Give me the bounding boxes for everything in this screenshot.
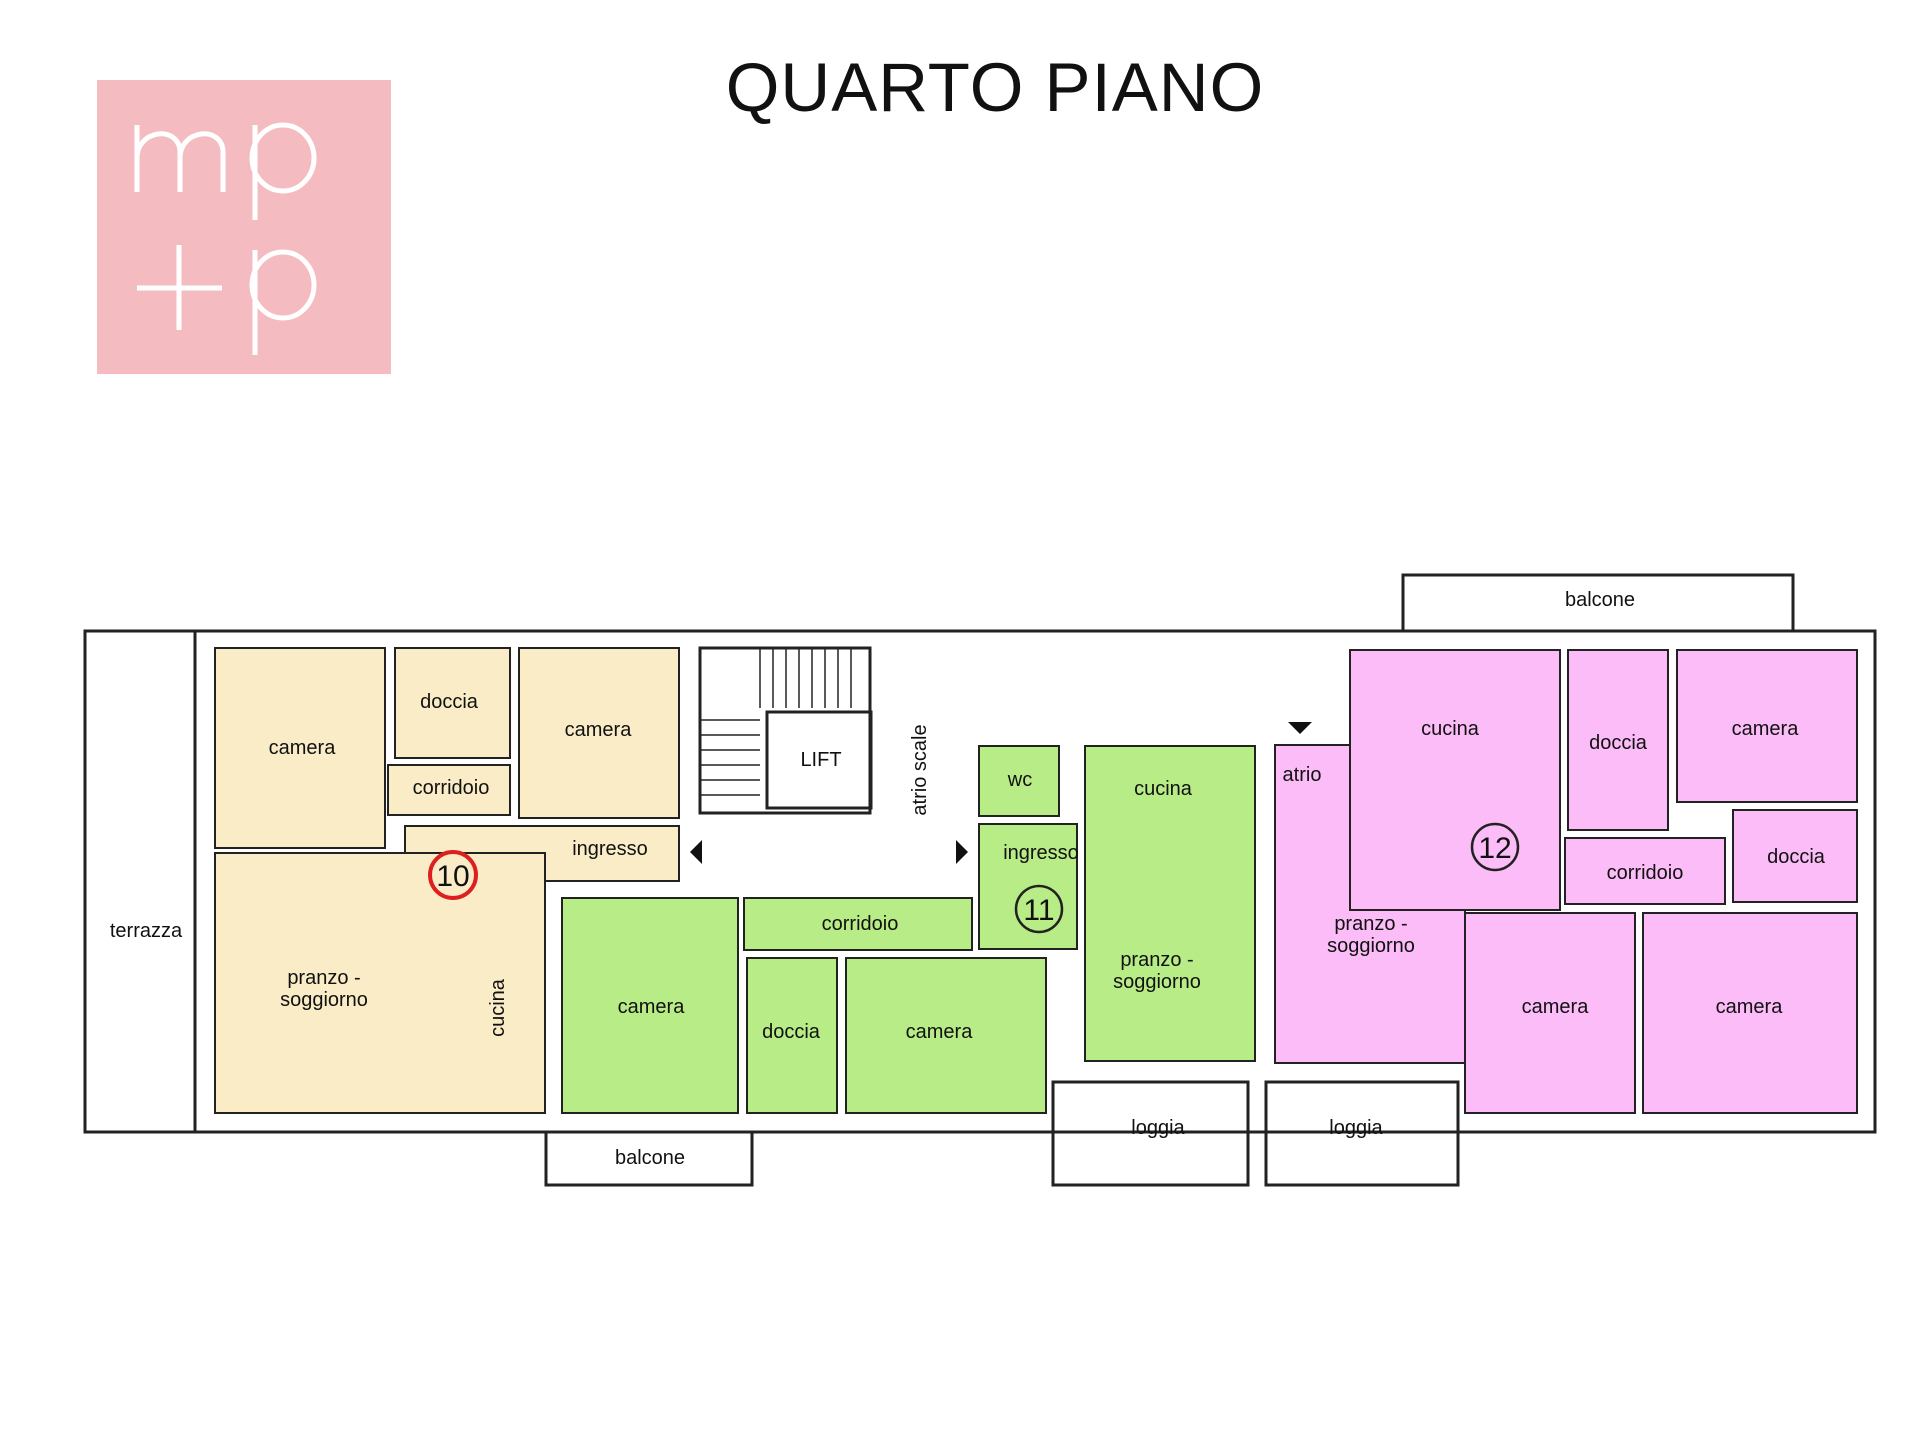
u11-cucina — [1084, 745, 1256, 1062]
u10-pranzo-soggiorno-label: pranzo -soggiorno — [280, 967, 368, 1011]
loggia-right-label: loggia — [1329, 1117, 1383, 1139]
loggia-right-area — [1264, 1080, 1460, 1187]
u12-camera-right — [1642, 912, 1858, 1114]
u12-pranzo-soggiorno-label: pranzo -soggiorno — [1327, 913, 1415, 957]
unit-10-marker — [428, 850, 478, 900]
u12-camera-top — [1676, 649, 1858, 803]
u12-cucina — [1349, 649, 1561, 911]
balcone-top-area — [1401, 573, 1795, 633]
u10-doccia — [394, 647, 511, 759]
u11-doccia-label: doccia — [762, 1021, 821, 1043]
balcone-top-label: balcone — [1565, 589, 1635, 611]
u10-corridoio — [387, 764, 511, 816]
u12-corridoio — [1564, 837, 1726, 905]
u11-corridoio — [743, 897, 973, 951]
atrio-scale-label: atrio scale — [909, 724, 931, 815]
u11-pranzo-soggiorno-label: pranzo -soggiorno — [1113, 949, 1201, 993]
u12-doccia-right-label: doccia — [1767, 846, 1826, 868]
u12-corridoio-label: corridoio — [1607, 862, 1684, 884]
u10-camera-right — [518, 647, 680, 819]
u11-camera-left — [561, 897, 739, 1114]
u12-atrio-label: atrio — [1283, 764, 1322, 786]
u12-camera-right-label: camera — [1716, 996, 1784, 1018]
unit-11-marker — [1014, 884, 1064, 934]
u10-pranzo-soggiorno — [214, 852, 546, 1114]
balcone-bottom-label: balcone — [615, 1147, 685, 1169]
unit-11-number: 11 — [1023, 894, 1054, 927]
stair-block — [698, 646, 872, 815]
unit-10-number: 10 — [436, 860, 469, 893]
u11-cucina-label: cucina — [1134, 778, 1193, 800]
u12-camera-left-label: camera — [1522, 996, 1590, 1018]
u10-corridoio-label: corridoio — [413, 777, 490, 799]
u12-doccia-top — [1567, 649, 1669, 831]
lift-shaft — [765, 710, 873, 810]
u10-ingresso-label: ingresso — [572, 838, 648, 860]
u10-camera-left — [214, 647, 386, 849]
page-title: QUARTO PIANO — [725, 49, 1265, 126]
u12-doccia-right — [1732, 809, 1858, 903]
terrazza-label: terrazza — [110, 920, 183, 942]
u12-camera-top-label: camera — [1732, 718, 1800, 740]
u11-wc — [978, 745, 1060, 817]
balcone-bottom-area — [544, 1130, 754, 1187]
u11-ingresso-label: ingresso — [1003, 842, 1079, 864]
u12-cucina-label: cucina — [1421, 718, 1480, 740]
u11-wc-label: wc — [1007, 769, 1032, 791]
u11-camera-right-label: camera — [906, 1021, 974, 1043]
lift-label: LIFT — [800, 749, 841, 771]
unit-12-marker — [1470, 822, 1520, 872]
u10-doccia-label: doccia — [420, 691, 479, 713]
unit-12-number: 12 — [1478, 832, 1511, 865]
u11-corridoio-label: corridoio — [822, 913, 899, 935]
mpp-logo — [97, 80, 391, 374]
terrazza-area — [83, 629, 197, 1134]
u11-camera-right — [845, 957, 1047, 1114]
u10-camera-left-label: camera — [269, 737, 337, 759]
u12-camera-left — [1464, 912, 1636, 1114]
u10-camera-right-label: camera — [565, 719, 633, 741]
u12-doccia-top-label: doccia — [1589, 732, 1648, 754]
u11-camera-left-label: camera — [618, 996, 686, 1018]
loggia-left-label: loggia — [1131, 1117, 1185, 1139]
u10-cucina-label: cucina — [487, 978, 509, 1037]
loggia-left-area — [1051, 1080, 1250, 1187]
u11-doccia — [746, 957, 838, 1114]
